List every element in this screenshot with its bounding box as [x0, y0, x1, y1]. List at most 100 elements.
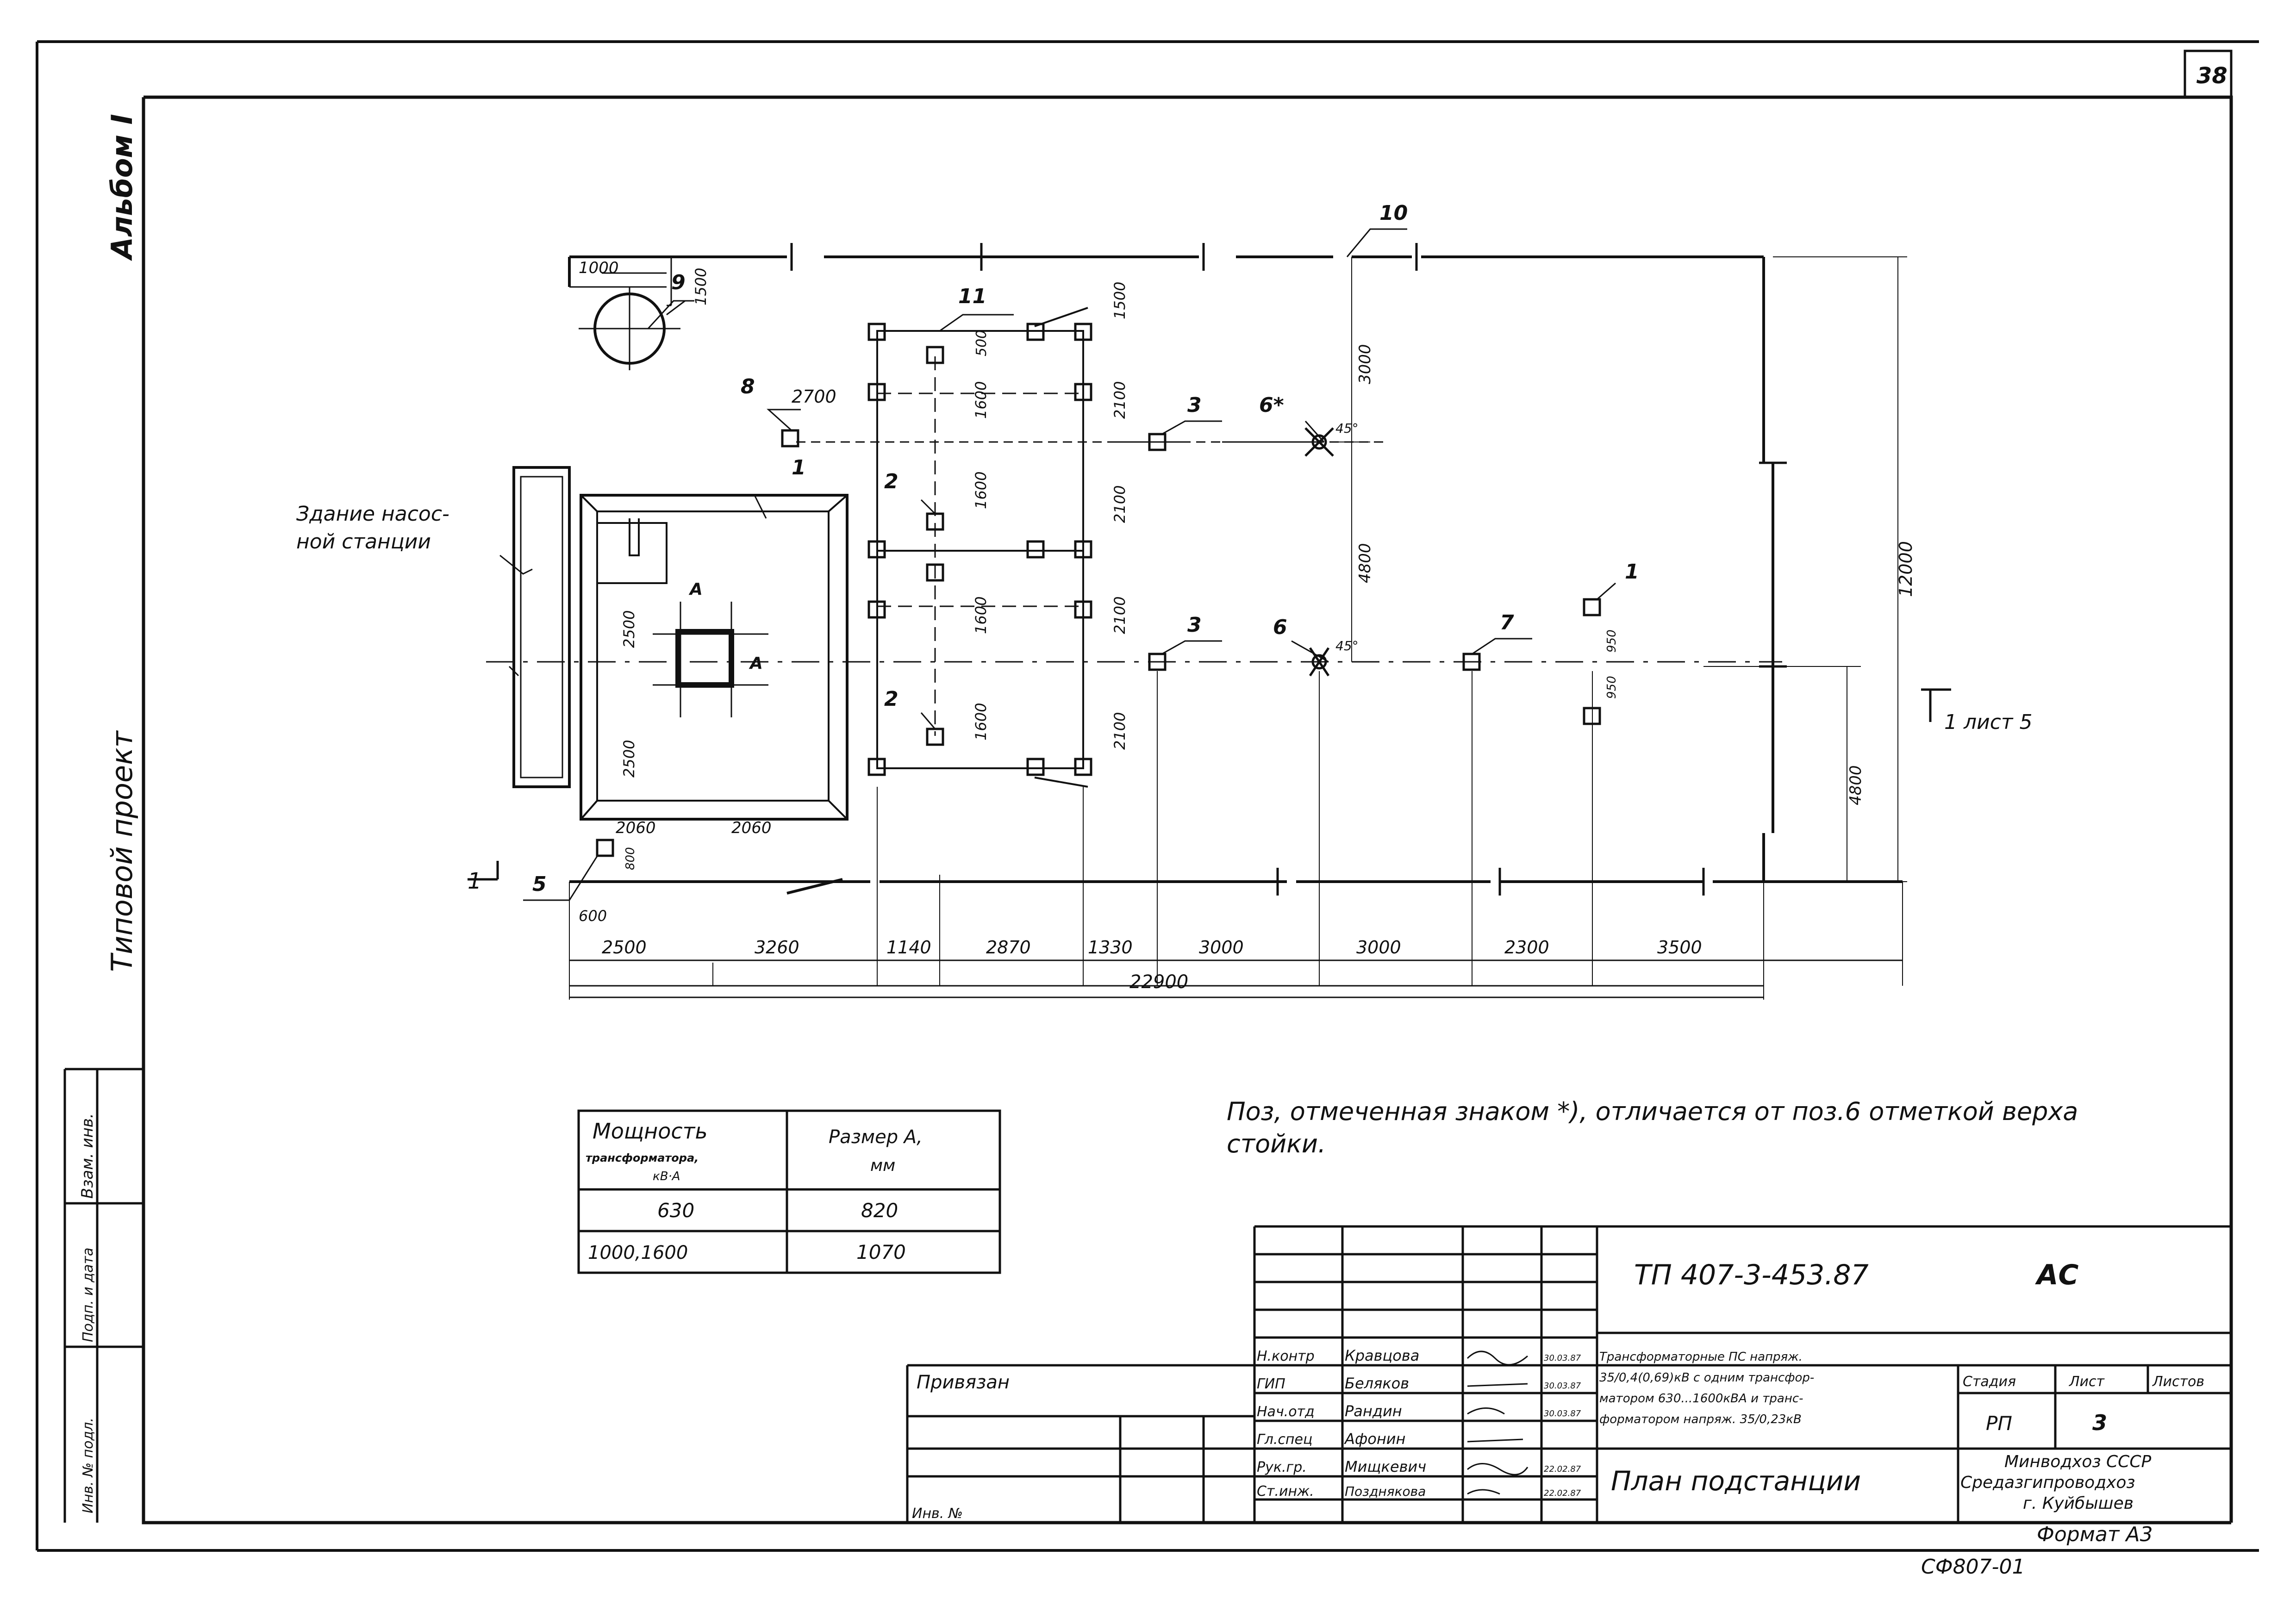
dim-2700: 2700: [792, 386, 836, 407]
staff-name-0: Кравцова: [1345, 1347, 1419, 1364]
staff-name-4: Мищкевич: [1345, 1458, 1426, 1475]
dim-bottom-0: 2500: [602, 937, 647, 958]
side-stamps: Альбом I Типовой проект Взам. инв. Подп.…: [63, 114, 144, 1523]
stage-header: Стадия: [1963, 1374, 2016, 1390]
desc-line3: матором 630...1600кВА и транс-: [1599, 1392, 1803, 1406]
desc-line2: 35/0,4(0,69)кВ с одним трансфор-: [1599, 1371, 1814, 1385]
org-line1: Минводхоз СССР: [2004, 1452, 2151, 1471]
dim-1600d: 1600: [972, 703, 990, 740]
power-table: Мощность трансформатора, кВ·А Размер А, …: [577, 1109, 1001, 1274]
title-block: ТП 407-3-453.87 АС Привязан Инв. № Н.кон…: [906, 1225, 2231, 1523]
dim-1600b: 1600: [972, 472, 990, 509]
pos-A-top: A: [688, 580, 703, 599]
org-line2: Средазгипроводхоз: [1960, 1473, 2135, 1492]
inv-label: Инв. №: [912, 1506, 963, 1522]
staff-name-5: Позднякова: [1345, 1484, 1426, 1499]
staff-date-2: 30.03.87: [1544, 1409, 1581, 1419]
note-line2: стойки.: [1227, 1129, 1326, 1158]
dim-3000-vertical: 3000: [1356, 344, 1374, 384]
dim-500: 500: [973, 330, 990, 356]
sheet-value: 3: [2092, 1410, 2107, 1435]
dim-4800-vertical: 4800: [1356, 543, 1374, 583]
dim-600: 600: [579, 907, 607, 925]
pole-symbols: [596, 323, 1601, 857]
staff-role-1: ГИП: [1257, 1376, 1285, 1392]
staff-date-1: 30.03.87: [1544, 1381, 1581, 1391]
staff-role-2: Нач.отд: [1257, 1404, 1315, 1420]
pos-11: 11: [958, 285, 986, 308]
dim-bottom-6: 3000: [1356, 937, 1401, 958]
dim-2060b: 2060: [731, 819, 772, 837]
staff-role-3: Гл.спец: [1257, 1431, 1312, 1448]
footer-code: СФ807-01: [1921, 1555, 2025, 1579]
dim-2100b: 2100: [1111, 485, 1129, 523]
drawing-title: План подстанции: [1611, 1465, 1861, 1497]
dim-bottom-7: 2300: [1504, 937, 1549, 958]
dim-2500b: 2500: [620, 740, 638, 778]
staff-date-4: 22.02.87: [1544, 1464, 1581, 1474]
signatures: [1466, 1350, 1529, 1495]
pos-6-star: 6*: [1259, 393, 1284, 417]
table-header-power-3: кВ·А: [653, 1170, 680, 1183]
table-cell-1000-1600: 1000,1600: [588, 1242, 688, 1263]
table-header-size-1: Размер А,: [829, 1126, 923, 1148]
sheet-number: 38: [2196, 63, 2227, 89]
bound-label: Привязан: [917, 1372, 1010, 1393]
pos-6: 6: [1273, 616, 1287, 639]
stamp-replace: Взам. инв.: [78, 1113, 97, 1199]
dim-bottom-4: 1330: [1088, 937, 1133, 958]
dim-1000: 1000: [579, 259, 619, 277]
pos-5: 5: [532, 872, 547, 896]
doc-code: ТП 407-3-453.87: [1634, 1259, 1869, 1291]
sheet-frame: [36, 40, 2259, 1552]
staff-role-5: Ст.инж.: [1257, 1483, 1314, 1500]
dim-1600c: 1600: [972, 597, 990, 634]
stamp-sign-date: Подп. и дата: [80, 1248, 96, 1342]
dim-45b: 45°: [1335, 638, 1359, 653]
dim-bottom-8: 3500: [1657, 937, 1702, 958]
table-header-power-1: Мощность: [593, 1119, 708, 1144]
dim-2500a: 2500: [620, 610, 638, 648]
stage-value: РП: [1986, 1412, 2012, 1435]
pos-3a: 3: [1187, 393, 1202, 417]
dim-1500: 1500: [692, 268, 710, 305]
desc-line1: Трансформаторные ПС напряж.: [1599, 1350, 1803, 1364]
pos-8: 8: [741, 375, 755, 398]
album-label: Альбом I: [105, 114, 139, 261]
table-header-size-2: мм: [870, 1156, 895, 1175]
pos-A-side: A: [749, 654, 763, 673]
staff-name-3: Афонин: [1344, 1430, 1405, 1448]
staff-name-1: Беляков: [1345, 1375, 1409, 1392]
pos-2b: 2: [884, 687, 898, 711]
dim-950a: 950: [1605, 629, 1619, 653]
dim-2100d: 2100: [1111, 712, 1129, 750]
dim-total: 22900: [1129, 971, 1188, 993]
staff-name-2: Рандин: [1345, 1402, 1402, 1420]
table-cell-1070: 1070: [856, 1241, 906, 1263]
substation-plan: [468, 243, 1951, 1000]
format-label: Формат А3: [2037, 1523, 2153, 1546]
pos-9: 9: [671, 271, 686, 294]
pos-1: 1: [792, 456, 806, 479]
dim-950b: 950: [1605, 676, 1619, 699]
stamp-inv-number: Инв. № подл.: [80, 1418, 96, 1513]
pos-7: 7: [1500, 611, 1514, 635]
dim-2100a: 2100: [1111, 381, 1129, 419]
pump-building-line1: Здание насос-: [296, 502, 449, 526]
pos-1-right: 1: [1625, 560, 1639, 584]
plan-labels: Здание насос- ной станции 1 лист 5 1 8 9…: [296, 201, 2033, 896]
leader-lines: [499, 228, 1616, 901]
desc-line4: форматором напряж. 35/0,23кВ: [1599, 1412, 1802, 1426]
dim-1600a: 1600: [972, 381, 990, 419]
doc-section: АС: [2035, 1259, 2078, 1291]
sheets-header: Листов: [2152, 1374, 2204, 1390]
section-ref: 1 лист 5: [1944, 710, 2033, 734]
dim-bottom-3: 2870: [986, 937, 1031, 958]
pos-3b: 3: [1187, 613, 1202, 637]
table-cell-630: 630: [657, 1199, 694, 1222]
dim-bottom-5: 3000: [1199, 937, 1244, 958]
note-line1: Поз, отмеченная знаком *), отличается от…: [1227, 1097, 2078, 1126]
staff-date-0: 30.03.87: [1544, 1353, 1581, 1363]
